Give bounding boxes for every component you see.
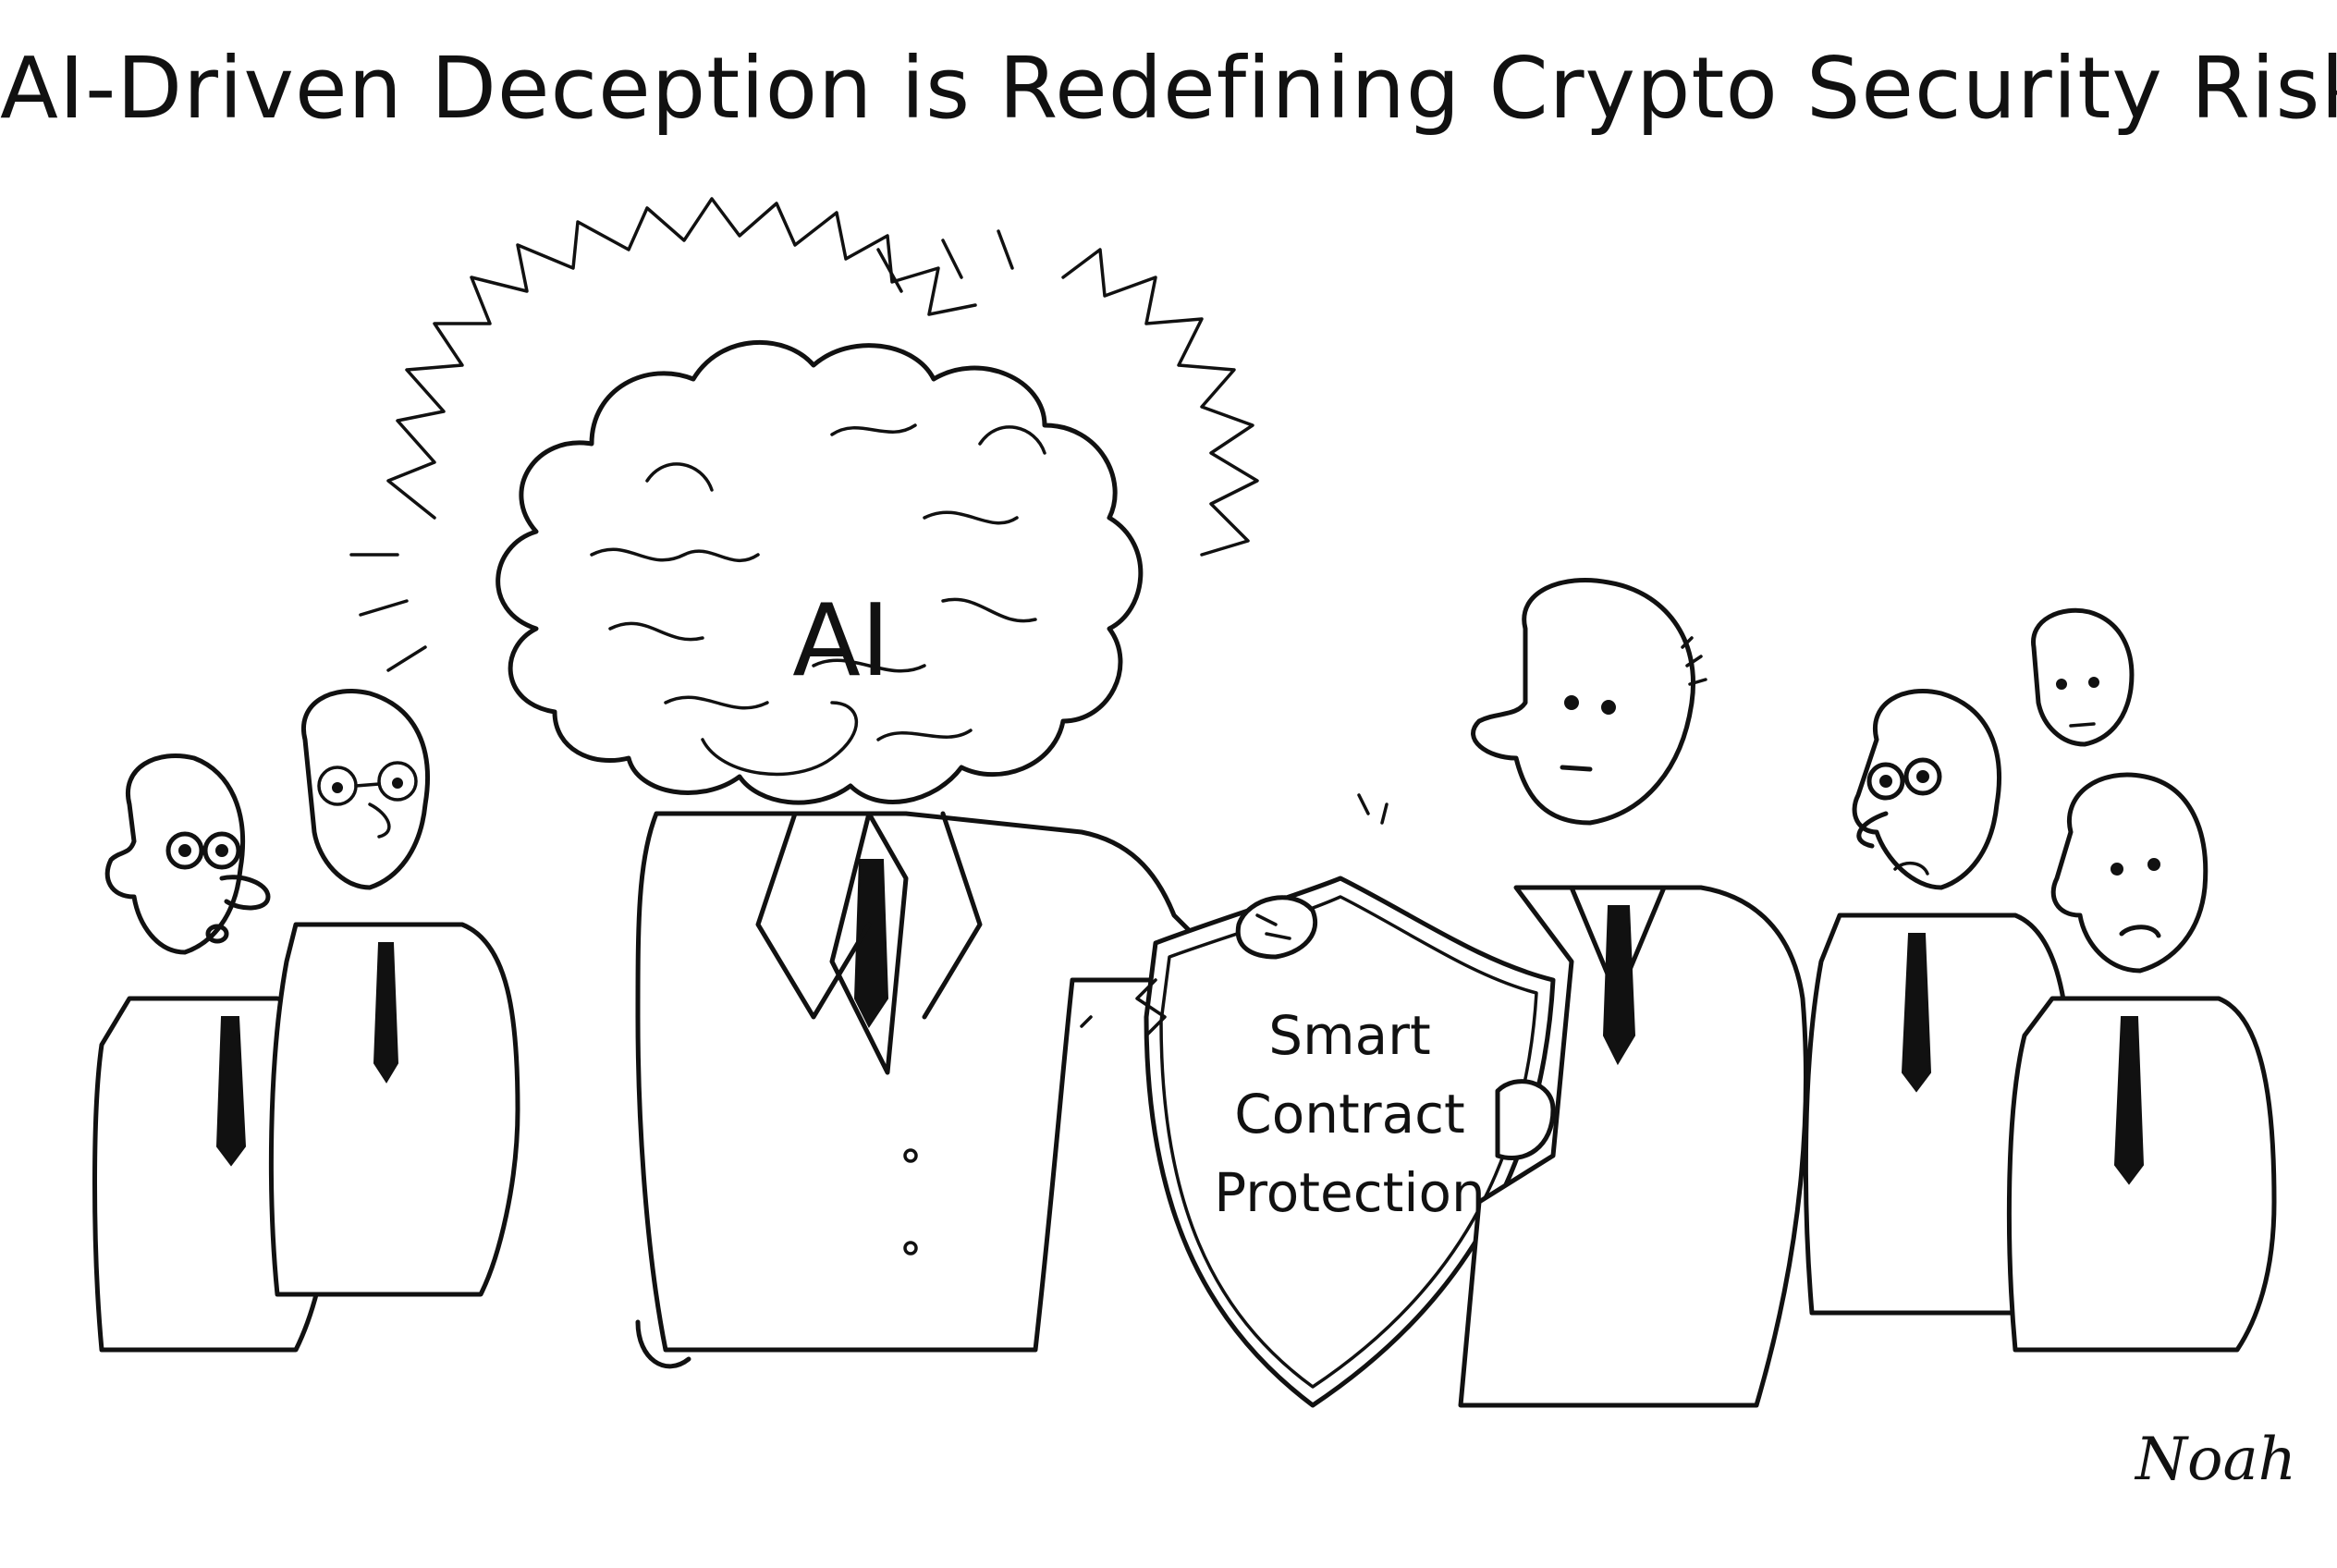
ai-brain: AI xyxy=(496,339,1144,805)
bystander-right-back xyxy=(2031,607,2135,747)
bystander-right-frowning xyxy=(2006,772,2277,1353)
bystander-right-worried xyxy=(1803,688,2074,1316)
bystander-left-glasses xyxy=(268,688,520,1297)
glow-spikes xyxy=(349,197,1259,672)
shield-line-2: Contract xyxy=(1234,1083,1465,1145)
shield-line-3: Protection xyxy=(1214,1161,1485,1224)
ai-figure-body xyxy=(635,811,1195,1369)
artist-signature: Noah xyxy=(2134,1426,2296,1494)
brain-label: AI xyxy=(792,583,890,699)
shield-line-1: Smart xyxy=(1268,1004,1430,1067)
grabbing-hand xyxy=(1235,895,1318,960)
smart-contract-shield: Smart Contract Protection xyxy=(1080,793,1556,1408)
cartoon-caption: AI-Driven Deception is Redefining Crypto… xyxy=(0,39,2337,138)
shield-holder-figure xyxy=(1458,577,1808,1408)
